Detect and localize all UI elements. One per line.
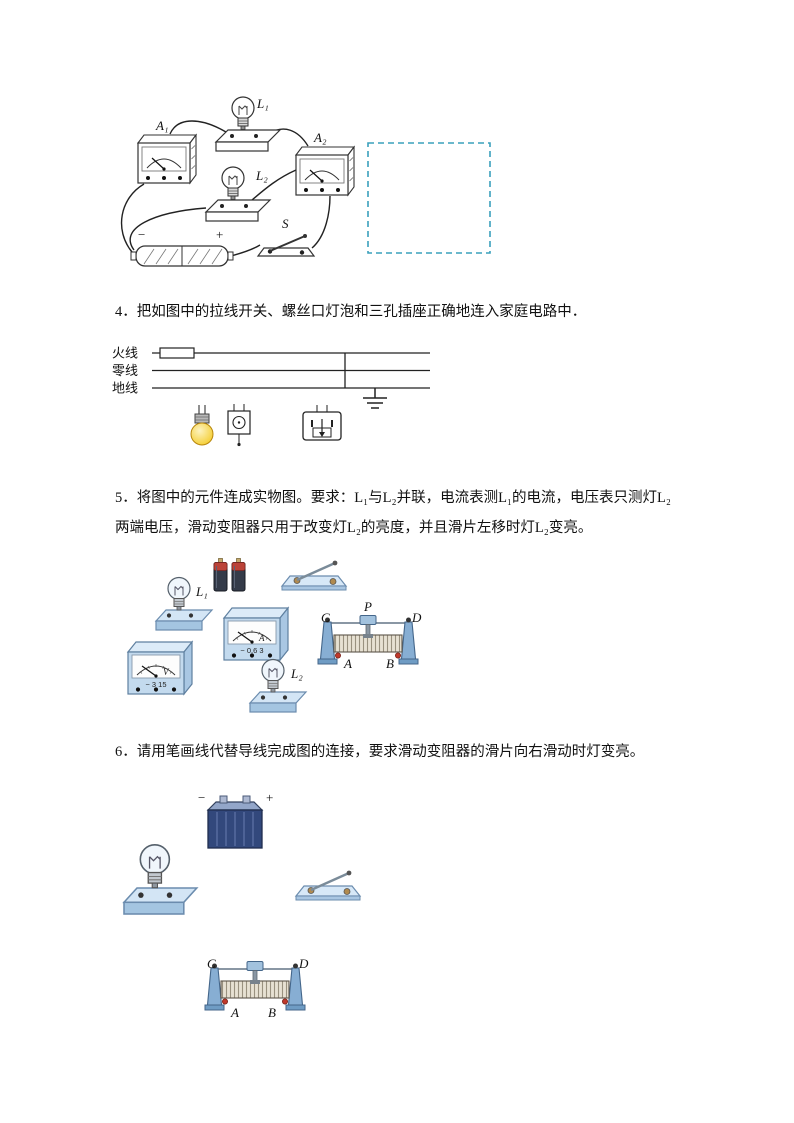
question-5-text-line2: 两端电压，滑动变阻器只用于改变灯L₂的亮度，并且滑片左移时灯L₂变亮。 [115, 520, 593, 536]
pull-switch [227, 404, 251, 447]
ammeter-a1 [137, 134, 197, 184]
neutral-wire-label: 零线 [112, 363, 138, 378]
bulb-l1 [167, 576, 191, 611]
battery [130, 245, 234, 267]
battery-pack: − + [198, 790, 273, 849]
rheostat-b-label: B [268, 1005, 276, 1020]
bulb-on-base [123, 844, 198, 915]
battery-plus-label: + [266, 790, 273, 805]
switch [257, 233, 315, 257]
fuse [159, 347, 195, 359]
rheostat-a-label: A [230, 1005, 239, 1020]
figure-q5-components: L₁ A − 0.6 3 C P D A B V − 3 15 L₂ [127, 558, 422, 713]
battery-cell-2 [231, 558, 246, 592]
question-4-text: 4．把如图中的拉线开关、螺丝口灯泡和三孔插座正确地连入家庭电路中． [115, 304, 587, 320]
three-hole-socket [302, 405, 342, 441]
switch [294, 869, 362, 902]
battery-cell-1 [213, 558, 228, 592]
ground-symbol [363, 388, 387, 409]
rheostat-d-label: D [411, 610, 422, 625]
bulb-l2 [261, 658, 285, 693]
battery-minus-label: − [138, 227, 145, 242]
rheostat-b-label: B [386, 656, 394, 671]
earth-wire-label: 地线 [112, 381, 138, 396]
pendant-lamp [190, 405, 214, 446]
rheostat: C P D A B [317, 599, 422, 671]
voltmeter: V − 3 15 [127, 641, 193, 695]
rheostat: C D A B [204, 956, 309, 1020]
ammeter-terminals: − 0.6 3 [240, 646, 263, 655]
live-wire-label: 火线 [112, 346, 138, 361]
rheostat-a-label: A [343, 656, 352, 671]
bulb-l1-label: L₁ [195, 584, 208, 599]
bulb-l1 [231, 96, 255, 131]
voltmeter-letter: V [163, 667, 170, 677]
ammeter: A − 0.6 3 [223, 607, 289, 661]
rheostat-d-label: D [298, 956, 309, 971]
bulb-l2-base [205, 199, 271, 222]
answer-box [367, 142, 491, 254]
bulb-l1-base [155, 609, 213, 631]
ammeter-a1-label: A₁ [155, 118, 168, 133]
bulb-l2 [221, 166, 245, 201]
bulb-l2-label: L₂ [255, 168, 268, 183]
rheostat-p-label: P [363, 599, 372, 614]
ammeter-a2-label: A₂ [313, 130, 327, 145]
question-6-text: 6．请用笔画线代替导线完成图的连接，要求滑动变阻器的滑片向右滑动时灯变亮。 [115, 744, 645, 760]
switch-label: S [282, 216, 289, 231]
bulb-l1-base [215, 129, 281, 152]
rheostat-c-label: C [207, 956, 216, 971]
figure-parallel-circuit: − + A₁ L₁ A₂ L₂ S [120, 96, 491, 267]
figure-q6-components: − + C D A B [123, 790, 362, 1020]
supply-lines [152, 352, 430, 389]
question-5-text-line1: 5．将图中的元件连成实物图。要求：L₁与L₂并联，电流表测L₁的电流，电压表只测… [115, 490, 671, 506]
ammeter-letter: A [258, 633, 265, 643]
battery-plus-label: + [216, 227, 223, 242]
battery-minus-label: − [198, 790, 205, 805]
bulb-l1-label: L₁ [256, 96, 269, 111]
bulb-l2-base [249, 691, 307, 713]
switch [280, 559, 348, 592]
voltmeter-terminals: − 3 15 [145, 680, 166, 689]
bulb-l2-label: L₂ [290, 666, 303, 681]
rheostat-c-label: C [321, 610, 330, 625]
ammeter-a2 [295, 146, 355, 196]
figure-household-circuit: 火线 零线 地线 [112, 346, 430, 447]
